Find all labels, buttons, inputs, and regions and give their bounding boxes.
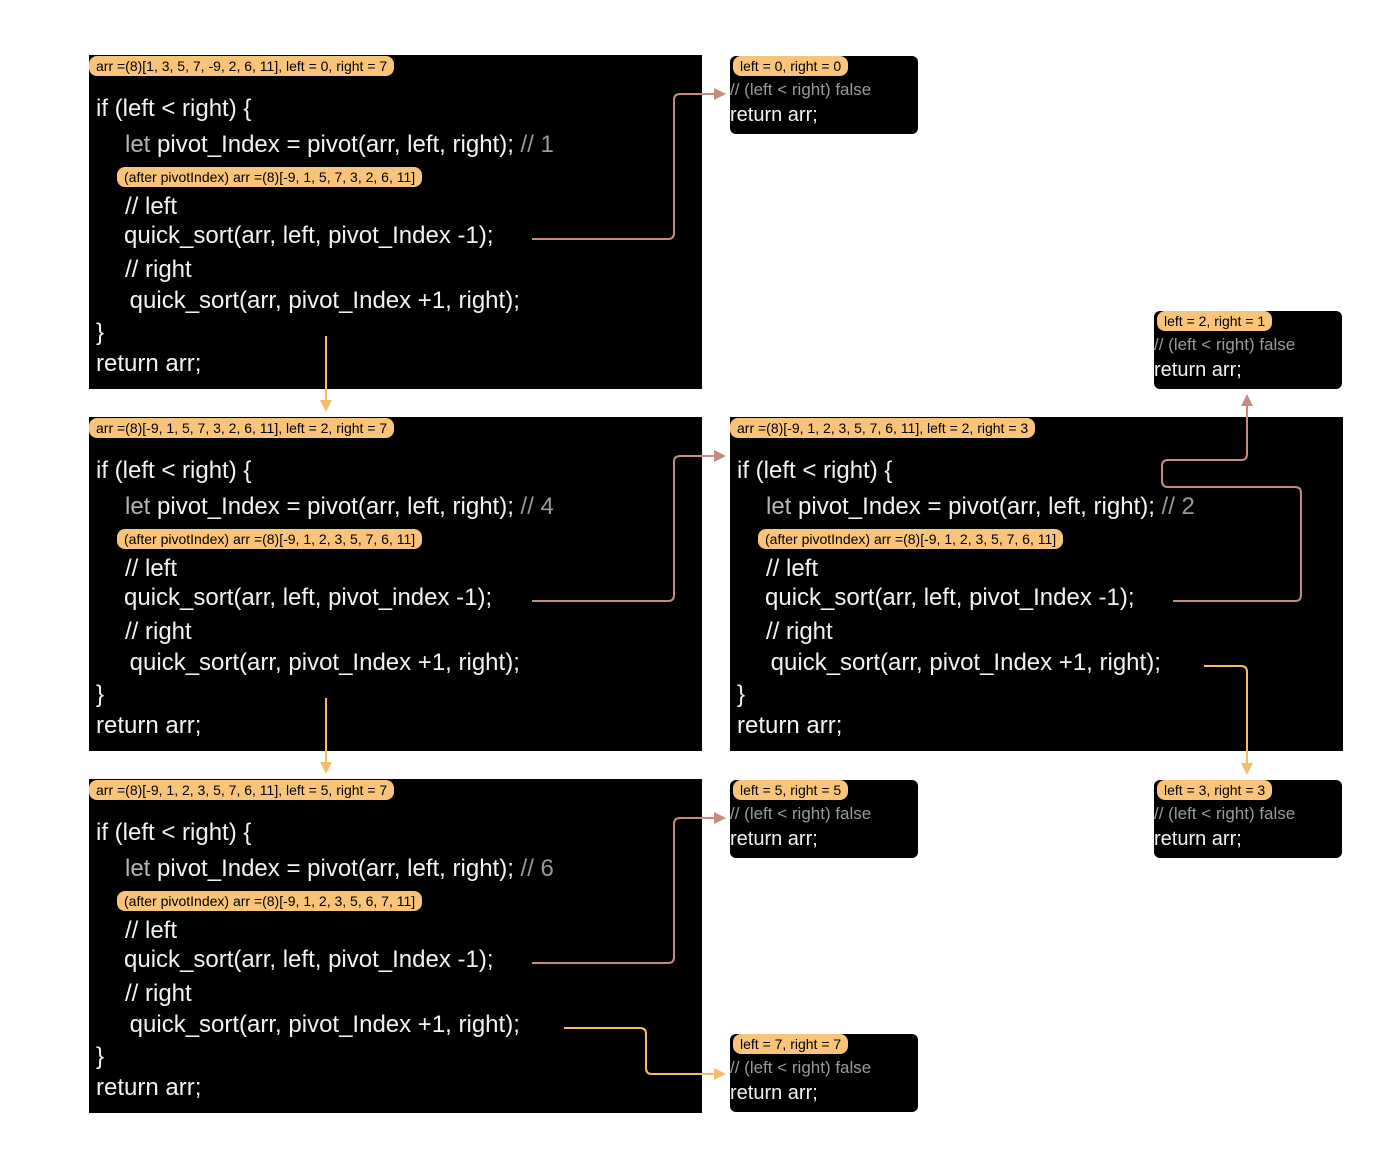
- call-left: quick_sort(arr, left, pivot_Index -1);: [124, 222, 494, 249]
- arrow-frame1-left-call: [532, 88, 726, 240]
- recursion-frame-4: if (left < right) { let pivot_Index = pi…: [730, 417, 1343, 751]
- if-line: if (left < right) {: [96, 95, 252, 122]
- call-right: quick_sort(arr, pivot_Index +1, right);: [764, 649, 1161, 676]
- let-keyword: let: [125, 855, 151, 882]
- if-line: if (left < right) {: [96, 819, 252, 846]
- comment-left: // left: [766, 555, 819, 582]
- return-line: return arr;: [737, 712, 843, 739]
- call-right: quick_sort(arr, pivot_Index +1, right);: [123, 287, 520, 314]
- arrow-frame2-left-call: [532, 450, 726, 602]
- comment-right: // right: [125, 980, 192, 1007]
- frame-2-after-pivot: (after pivotIndex) arr =(8)[-9, 1, 2, 3,…: [117, 529, 423, 549]
- recursion-frame-2: if (left < right) { let pivot_Index = pi…: [89, 417, 702, 751]
- call-right: quick_sort(arr, pivot_Index +1, right);: [123, 649, 520, 676]
- base-false-comment: // (left < right) false: [730, 80, 872, 99]
- return-line: return arr;: [96, 350, 202, 377]
- call-left: quick_sort(arr, left, pivot_Index -1);: [765, 584, 1135, 611]
- base-return: return arr;: [1154, 828, 1242, 850]
- base-case-5-header: left = 7, right = 7: [733, 1034, 849, 1054]
- step-comment: // 6: [513, 855, 554, 882]
- return-line: return arr;: [96, 1074, 202, 1101]
- pivot-statement: pivot_Index = pivot(arr, left, right);: [150, 855, 514, 882]
- arrow-frame4-right-call: [1204, 665, 1253, 775]
- comment-left: // left: [125, 193, 178, 220]
- step-comment: // 4: [513, 493, 554, 520]
- pivot-statement: pivot_Index = pivot(arr, left, right);: [791, 493, 1155, 520]
- comment-left: // left: [125, 917, 178, 944]
- arrow-frame3-left-call: [532, 812, 726, 964]
- comment-right: // right: [766, 618, 833, 645]
- call-right: quick_sort(arr, pivot_Index +1, right);: [123, 1011, 520, 1038]
- frame-4-header: arr =(8)[-9, 1, 2, 3, 5, 7, 6, 11], left…: [730, 418, 1036, 438]
- step-comment: // 1: [513, 131, 554, 158]
- if-line: if (left < right) {: [96, 457, 252, 484]
- close-brace: }: [96, 1043, 105, 1070]
- frame-3-header: arr =(8)[-9, 1, 2, 3, 5, 7, 6, 11], left…: [89, 780, 395, 800]
- frame-4-after-pivot: (after pivotIndex) arr =(8)[-9, 1, 2, 3,…: [758, 529, 1064, 549]
- comment-left: // left: [125, 555, 178, 582]
- base-case-4-header: left = 3, right = 3: [1157, 780, 1273, 800]
- recursion-frame-3: if (left < right) { let pivot_Index = pi…: [89, 779, 702, 1113]
- base-false-comment: // (left < right) false: [1154, 335, 1296, 354]
- pivot-statement: pivot_Index = pivot(arr, left, right);: [150, 131, 514, 158]
- base-return: return arr;: [730, 828, 818, 850]
- close-brace: }: [96, 681, 105, 708]
- frame-3-after-pivot: (after pivotIndex) arr =(8)[-9, 1, 2, 3,…: [117, 891, 423, 911]
- frame-1-after-pivot: (after pivotIndex) arr =(8)[-9, 1, 5, 7,…: [117, 167, 423, 187]
- frame-2-header: arr =(8)[-9, 1, 5, 7, 3, 2, 6, 11], left…: [89, 418, 395, 438]
- arrow-frame3-right-call: [564, 1027, 726, 1080]
- base-return: return arr;: [730, 104, 818, 126]
- call-left: quick_sort(arr, left, pivot_Index -1);: [124, 946, 494, 973]
- if-line: if (left < right) {: [737, 457, 893, 484]
- base-case-1-header: left = 0, right = 0: [733, 56, 849, 76]
- let-keyword: let: [125, 493, 151, 520]
- step-comment: // 2: [1154, 493, 1195, 520]
- base-return: return arr;: [730, 1082, 818, 1104]
- base-false-comment: // (left < right) false: [730, 804, 872, 823]
- comment-right: // right: [125, 618, 192, 645]
- base-false-comment: // (left < right) false: [730, 1058, 872, 1077]
- return-line: return arr;: [96, 712, 202, 739]
- close-brace: }: [737, 681, 746, 708]
- recursion-frame-1: if (left < right) { let pivot_Index = pi…: [89, 55, 702, 389]
- pivot-line: let pivot_Index = pivot(arr, left, right…: [125, 855, 554, 883]
- pivot-line: let pivot_Index = pivot(arr, left, right…: [125, 131, 554, 159]
- call-left: quick_sort(arr, left, pivot_index -1);: [124, 584, 493, 611]
- comment-right: // right: [125, 256, 192, 283]
- base-case-3-header: left = 5, right = 5: [733, 780, 849, 800]
- pivot-line: let pivot_Index = pivot(arr, left, right…: [766, 493, 1195, 521]
- pivot-line: let pivot_Index = pivot(arr, left, right…: [125, 493, 554, 521]
- base-case-2-header: left = 2, right = 1: [1157, 311, 1273, 331]
- pivot-statement: pivot_Index = pivot(arr, left, right);: [150, 493, 514, 520]
- base-false-comment: // (left < right) false: [1154, 804, 1296, 823]
- close-brace: }: [96, 319, 105, 346]
- let-keyword: let: [766, 493, 792, 520]
- arrow-frame4-left-call: [1161, 394, 1302, 602]
- frame-1-header: arr =(8)[1, 3, 5, 7, -9, 2, 6, 11], left…: [89, 56, 395, 76]
- let-keyword: let: [125, 131, 151, 158]
- base-return: return arr;: [1154, 359, 1242, 381]
